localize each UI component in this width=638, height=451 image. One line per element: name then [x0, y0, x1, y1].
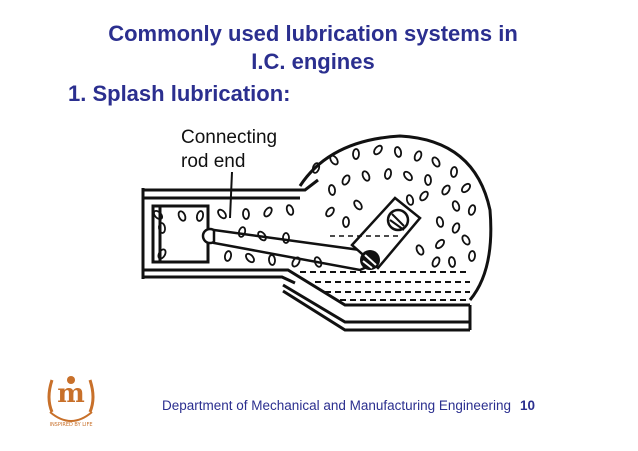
oil-droplet — [313, 256, 323, 268]
oil-droplet — [373, 144, 383, 156]
oil-droplet — [450, 166, 458, 178]
oil-droplet — [461, 182, 471, 194]
oil-droplet — [329, 154, 339, 166]
footer-department: Department of Mechanical and Manufacturi… — [162, 398, 511, 413]
oil-splash-droplets — [152, 144, 477, 268]
oil-droplet — [157, 248, 167, 260]
page-number: 10 — [520, 398, 536, 413]
oil-droplet — [342, 216, 350, 228]
cylinder — [141, 178, 470, 307]
slide-title-line-1: Commonly used lubrication systems in — [108, 21, 518, 46]
oil-droplet — [291, 256, 301, 268]
oil-droplet — [435, 216, 445, 228]
oil-droplet — [393, 146, 403, 158]
oil-droplet — [257, 230, 267, 242]
oil-droplet — [237, 226, 247, 238]
oil-droplet — [424, 174, 432, 186]
oil-droplet — [461, 234, 471, 246]
oil-droplet — [413, 150, 423, 162]
oil-droplet — [451, 222, 461, 234]
oil-droplet — [282, 232, 290, 244]
oil-droplet — [383, 168, 393, 180]
oil-droplet — [224, 250, 232, 262]
oil-droplet — [158, 222, 166, 234]
oil-droplet — [361, 170, 371, 182]
crankcase — [298, 134, 493, 301]
oil-droplet — [311, 162, 321, 174]
oil-droplet — [217, 208, 227, 220]
oil-droplet — [268, 254, 276, 266]
oil-sump — [282, 283, 472, 332]
oil-droplet — [415, 244, 425, 256]
oil-droplet — [431, 156, 441, 168]
oil-droplet — [431, 256, 441, 268]
oil-droplet — [467, 204, 477, 216]
oil-droplet — [152, 209, 164, 221]
oil-droplet — [195, 210, 205, 222]
oil-droplet — [341, 174, 351, 186]
oil-droplet — [352, 148, 360, 160]
oil-droplet — [353, 199, 363, 211]
oil-droplet — [441, 184, 451, 196]
oil-droplet — [285, 204, 295, 216]
oil-droplet — [242, 208, 250, 220]
oil-droplet — [328, 184, 336, 196]
oil-droplet — [325, 206, 335, 218]
oil-droplet — [245, 252, 255, 264]
oil-droplet — [435, 238, 445, 250]
oil-droplet — [419, 190, 429, 202]
oil-droplet — [403, 170, 413, 182]
section-heading: 1. Splash lubrication: — [68, 81, 291, 106]
oil-droplet — [177, 210, 187, 222]
oil-droplet — [448, 256, 456, 268]
logo-ring-text: INSPIRED BY LIFE — [49, 422, 92, 428]
diagram-label: Connecting rod end — [181, 127, 282, 172]
slide-title-line-2: I.C. engines — [251, 49, 375, 74]
label-leader-line — [229, 171, 233, 219]
university-logo: m INSPIRED BY LIFE — [47, 376, 95, 428]
oil-droplet — [263, 206, 273, 218]
oil-droplet — [405, 194, 415, 206]
oil-droplet — [468, 250, 476, 262]
oil-droplet — [451, 200, 461, 212]
oil-level — [300, 271, 470, 301]
